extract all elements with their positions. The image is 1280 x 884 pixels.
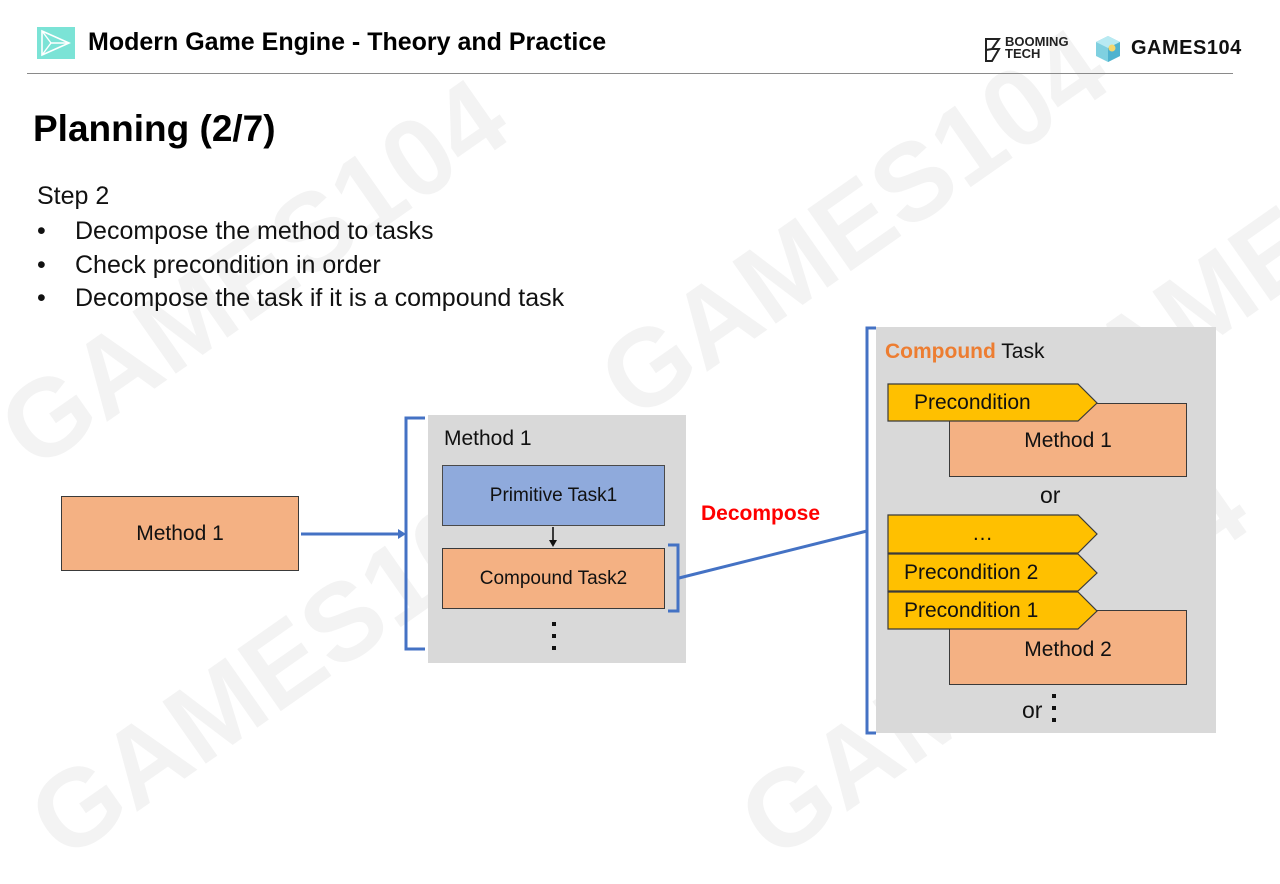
primitive-task-box: Primitive Task1 xyxy=(442,465,665,526)
brand-booming-line1: BOOMING xyxy=(1005,34,1069,49)
bullet-text: Check precondition in order xyxy=(75,250,381,279)
precondition-top-label: Precondition xyxy=(914,391,1031,414)
play-triangle-icon xyxy=(41,29,71,57)
games104-brand: GAMES104 xyxy=(1131,37,1242,59)
or-separator-2: or xyxy=(1022,697,1043,723)
booming-tech-brand: BOOMING TECH xyxy=(1005,34,1069,61)
precondition-ellipsis-shape xyxy=(887,514,1098,554)
task-sequence-head xyxy=(549,540,557,547)
games104-cube-icon xyxy=(1094,34,1122,64)
precondition-2-label: Precondition 2 xyxy=(904,561,1039,584)
primitive-task-label: Primitive Task1 xyxy=(489,484,618,506)
bullet-item: • Decompose the method to tasks xyxy=(37,215,564,249)
bullet-text: Decompose the task if it is a compound t… xyxy=(75,284,565,312)
header-divider xyxy=(27,73,1233,74)
method-arrow-head xyxy=(398,529,406,539)
compound-highlight: Compound xyxy=(885,340,996,363)
course-title: Modern Game Engine - Theory and Practice xyxy=(88,28,607,56)
left-method-label: Method 1 xyxy=(136,521,224,545)
bullet-dot: • xyxy=(37,250,46,279)
bullet-text: Decompose the method to tasks xyxy=(75,217,434,245)
slide-title: Planning (2/7) xyxy=(33,108,276,149)
method-panel-title: Method 1 xyxy=(444,427,532,450)
compound-title-rest: Task xyxy=(995,340,1045,363)
brand-booming-line2: TECH xyxy=(1005,46,1041,61)
bullet-dot: • xyxy=(37,284,46,312)
course-logo xyxy=(37,27,75,59)
compound-method-1-label: Method 1 xyxy=(1024,429,1112,452)
diagram-connectors xyxy=(301,326,1098,735)
bullet-dot: • xyxy=(37,217,46,245)
precondition-2-shape xyxy=(887,553,1098,592)
precondition-1-label: Precondition 1 xyxy=(904,599,1039,622)
compound-panel-bracket xyxy=(865,326,876,735)
compound-method-2-label: Method 2 xyxy=(1024,637,1112,661)
compound-task-bracket xyxy=(668,543,680,613)
precondition-top-shape xyxy=(887,383,1098,422)
left-method-box: Method 1 xyxy=(61,496,299,571)
bullet-list: • Decompose the method to tasks • Check pr… xyxy=(37,215,564,316)
method-panel xyxy=(428,415,686,663)
decompose-line xyxy=(678,529,868,580)
precondition-1-shape xyxy=(887,591,1098,630)
booming-tech-icon xyxy=(983,37,1003,68)
step-label: Step 2 xyxy=(37,182,110,210)
method-panel-bracket xyxy=(404,416,425,651)
bullet-item: • Decompose the task if it is a compound … xyxy=(37,282,564,316)
compound-task-label: Compound Task2 xyxy=(479,567,628,589)
compound-panel-title: Compound Task xyxy=(885,340,1044,364)
method-continuation-dots xyxy=(552,622,556,658)
bullet-item: • Check precondition in order xyxy=(37,249,564,283)
decompose-label: Decompose xyxy=(701,502,821,525)
compound-task-box: Compound Task2 xyxy=(442,548,665,609)
or-separator-1: or xyxy=(1040,482,1061,508)
precondition-ellipsis-label: … xyxy=(972,522,993,545)
compound-continuation-dots xyxy=(1052,694,1056,730)
